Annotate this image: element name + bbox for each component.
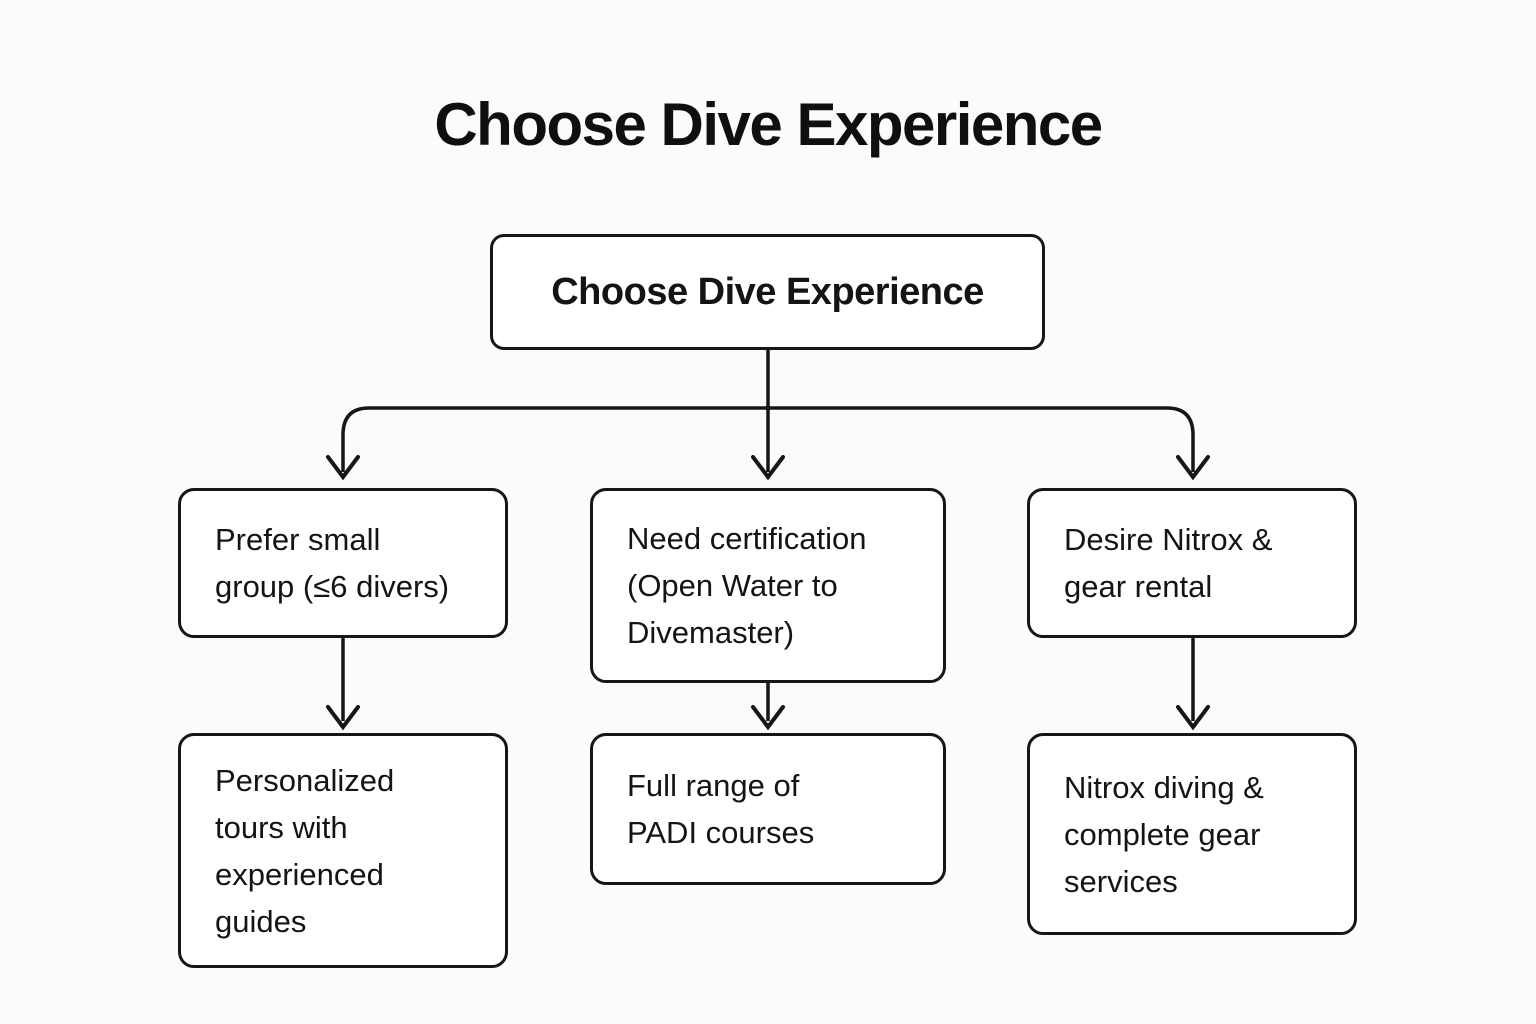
arrowhead-branch-right	[1176, 455, 1210, 481]
arrowhead-right-outcome	[1176, 705, 1210, 731]
node-text-line: (Open Water to	[627, 568, 838, 603]
branch-connector-line	[341, 406, 1195, 472]
node-text-line: tours with	[215, 809, 348, 845]
node-text-line: Full range of	[627, 768, 800, 803]
node-text-line: services	[1064, 863, 1178, 899]
outcome-node-padi-courses: Full range of PADI courses	[590, 733, 946, 885]
condition-node-small-group: Prefer small group (≤6 divers)	[178, 488, 508, 638]
node-text-line: Personalized	[215, 762, 395, 798]
outcome-node-personalized-tours: Personalized tours with experienced guid…	[178, 733, 508, 968]
node-text-line: Nitrox diving &	[1064, 769, 1264, 805]
node-text-line: guides	[215, 903, 307, 939]
page-title: Choose Dive Experience	[434, 91, 1103, 158]
node-text-line: gear rental	[1064, 569, 1213, 604]
outcome-node-nitrox-gear-services: Nitrox diving & complete gear services	[1027, 733, 1357, 935]
arrowhead-center-outcome	[751, 705, 785, 731]
arrowhead-branch-left	[326, 455, 360, 481]
node-text-line: Prefer small	[215, 522, 381, 557]
root-node: Choose Dive Experience	[490, 234, 1045, 350]
node-text-line: PADI courses	[627, 815, 815, 850]
condition-node-nitrox-rental: Desire Nitrox & gear rental	[1027, 488, 1357, 638]
node-text-line: group (≤6 divers)	[215, 569, 450, 604]
arrowhead-left-outcome	[326, 705, 360, 731]
arrowhead-branch-center	[751, 455, 785, 481]
node-text-line: experienced	[215, 856, 384, 892]
root-node-label: Choose Dive Experience	[551, 270, 984, 313]
node-text-line: Desire Nitrox &	[1064, 522, 1273, 557]
node-text-line: Divemaster)	[627, 615, 795, 650]
condition-node-certification: Need certification (Open Water to Divema…	[590, 488, 946, 683]
node-text-line: Need certification	[627, 521, 867, 556]
node-text-line: complete gear	[1064, 816, 1261, 852]
